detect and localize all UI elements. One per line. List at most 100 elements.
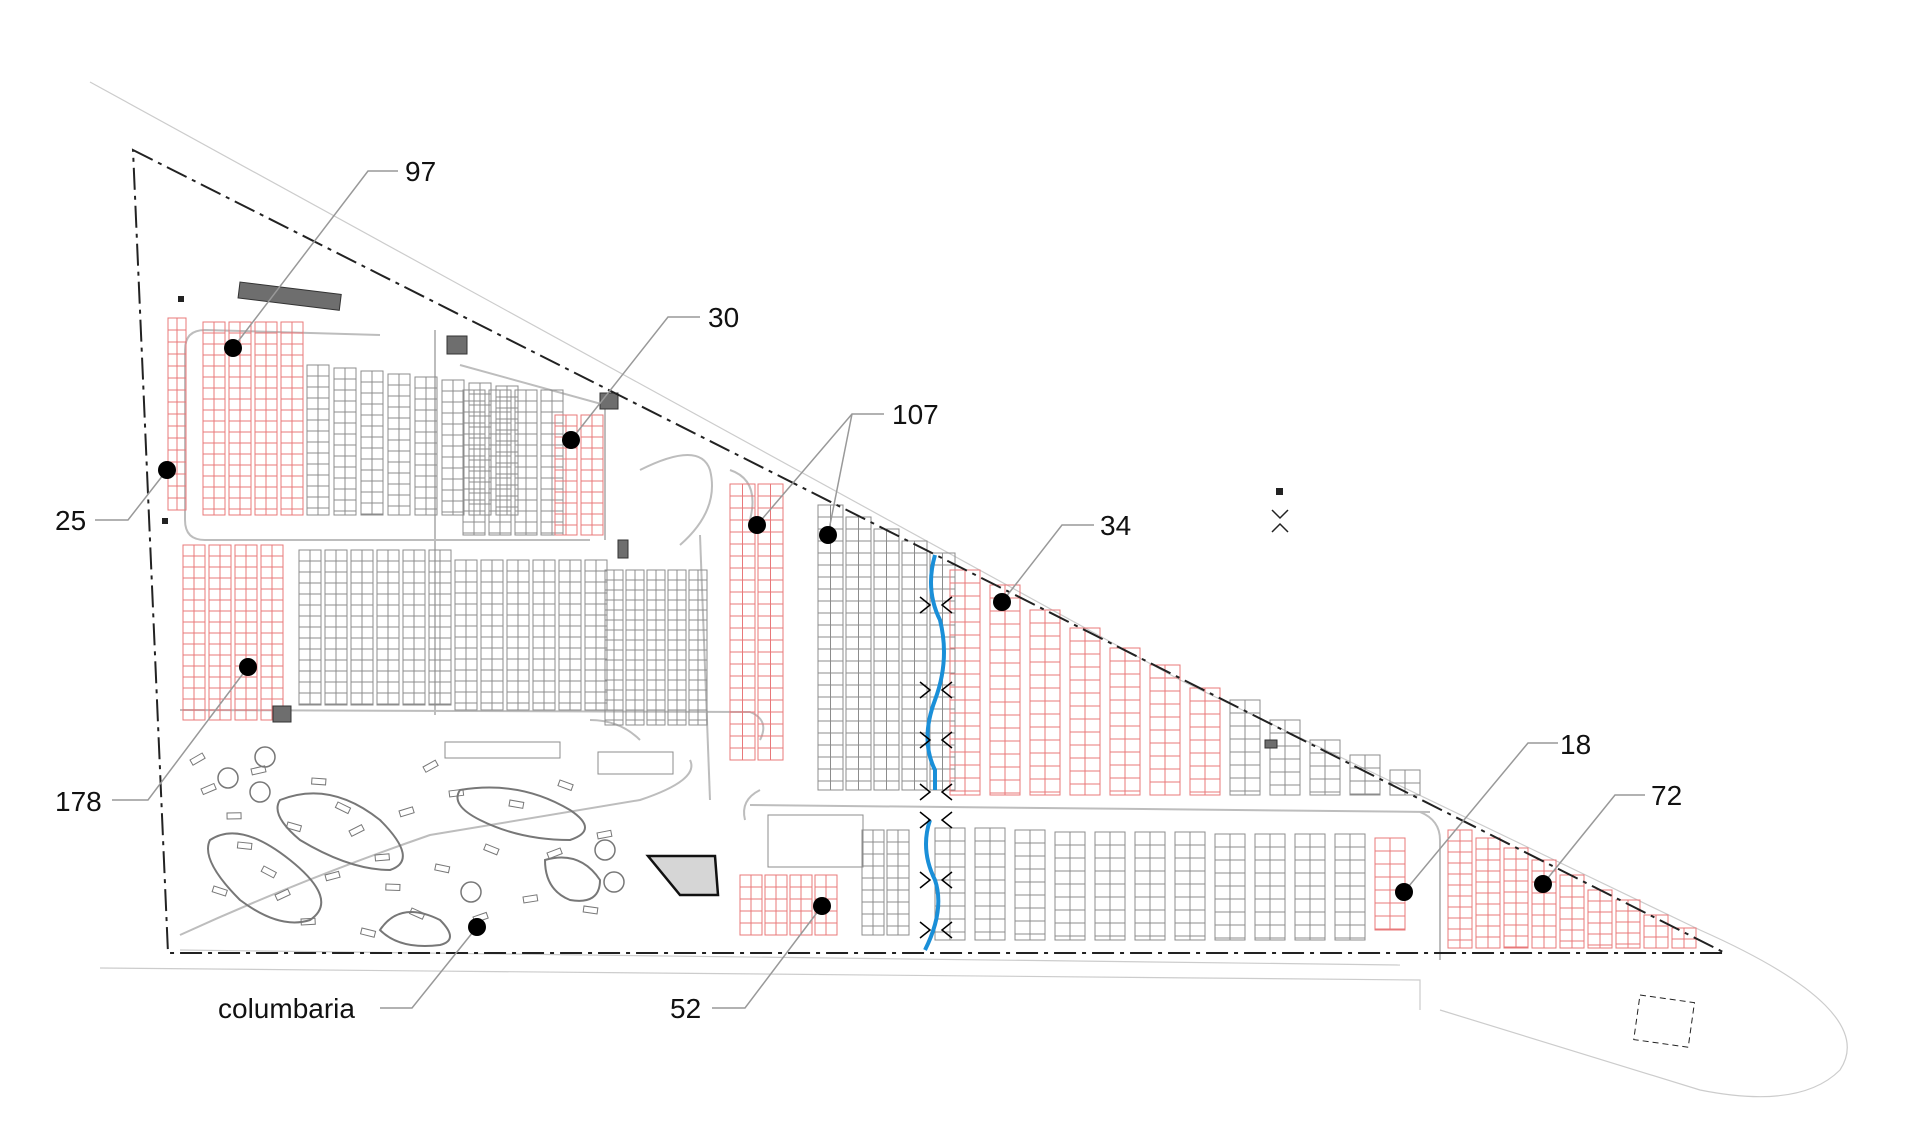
columbarium-niche <box>285 821 303 833</box>
plot-column <box>625 569 645 726</box>
leader-line <box>95 469 168 521</box>
plot-column <box>1149 664 1181 796</box>
road-path <box>184 519 590 541</box>
plot-column <box>1269 719 1301 796</box>
plot-column <box>739 874 763 936</box>
columbarium-loop <box>276 792 404 872</box>
plot-column <box>514 389 538 536</box>
plot-column <box>789 874 813 936</box>
callout-label: 97 <box>405 156 436 187</box>
bridge-symbol <box>919 783 953 801</box>
plot-marker-dot <box>468 918 486 936</box>
callouts: 97 30 107 34 25 178 <box>55 156 1682 1024</box>
columbarium-niche <box>250 765 267 776</box>
columbarium-rotunda <box>249 781 271 803</box>
columbarium-niche <box>274 888 291 902</box>
survey-marker <box>1276 488 1283 495</box>
columbarium-niche <box>557 779 574 792</box>
plot-column <box>1109 647 1141 796</box>
plot-column <box>1349 754 1381 796</box>
plot-column <box>234 544 258 721</box>
building <box>237 281 342 311</box>
plot-column <box>934 827 966 941</box>
plot-column <box>1029 609 1061 796</box>
columbarium-rotunda <box>254 746 276 768</box>
plot-marker-dot <box>1534 875 1552 893</box>
plot-column <box>757 483 784 761</box>
columbarium-niche <box>359 927 377 938</box>
plot-column <box>360 370 384 516</box>
callout-label: 34 <box>1100 510 1131 541</box>
plot-column <box>441 379 465 516</box>
plot-column <box>1334 833 1366 941</box>
bridge-symbol <box>919 596 953 614</box>
plot-column <box>1587 889 1613 949</box>
stream <box>919 554 953 951</box>
plot-marker-dot <box>819 526 837 544</box>
plot-column <box>306 364 330 516</box>
callout-label: 107 <box>892 399 939 430</box>
plot-column <box>280 321 304 516</box>
callout-label: columbaria <box>218 993 355 1024</box>
columbarium-niche <box>311 777 327 786</box>
columbarium-niche <box>483 843 500 856</box>
road-path <box>179 759 693 936</box>
plot-column <box>646 569 666 726</box>
callout-30: 30 <box>562 302 739 449</box>
plot-column <box>1254 833 1286 941</box>
plot-marker-dot <box>1395 883 1413 901</box>
columbarium-niche <box>508 799 525 809</box>
plot-column <box>454 559 478 711</box>
plot-column <box>228 321 252 516</box>
callout-72: 72 <box>1534 780 1682 893</box>
columbarium-rotunda <box>603 871 625 893</box>
plot-marker-dot <box>562 431 580 449</box>
bridge-symbol <box>919 681 953 699</box>
callout-18: 18 <box>1395 729 1591 901</box>
columbarium-niche <box>422 759 439 773</box>
callout-label: 52 <box>670 993 701 1024</box>
plot-column <box>558 559 582 711</box>
plot-column <box>468 382 492 516</box>
road-path <box>639 454 713 546</box>
plot-column <box>208 544 232 721</box>
callout-label: 18 <box>1560 729 1591 760</box>
callout-label: 25 <box>55 505 86 536</box>
plot-column <box>506 559 530 711</box>
plot-column <box>1054 831 1086 941</box>
plot-marker-dot <box>158 461 176 479</box>
columbarium-niche <box>398 806 415 818</box>
plot-column <box>376 549 400 706</box>
road-path <box>743 789 761 821</box>
plot-column <box>480 559 504 711</box>
plot-column <box>1094 831 1126 941</box>
plot-column <box>667 569 687 726</box>
bridge-symbol <box>919 921 953 939</box>
columbarium-niche <box>236 841 253 850</box>
buildings <box>162 281 1696 1048</box>
plot-column <box>604 569 624 726</box>
plot-column <box>260 544 284 721</box>
plot-marker-dot <box>993 593 1011 611</box>
bridge-symbol <box>919 871 953 889</box>
columbarium-wall <box>444 741 561 759</box>
columbarium-wall <box>597 751 674 775</box>
leader-line <box>1403 742 1558 893</box>
road-path <box>184 328 381 520</box>
leader-line <box>380 926 478 1009</box>
lower-road-line <box>99 967 1421 1010</box>
columbarium-niche <box>189 752 206 766</box>
columbarium-niche <box>582 905 599 915</box>
internal-roads <box>179 328 1441 960</box>
plot-column <box>1559 874 1585 949</box>
plot-column <box>764 874 788 936</box>
plot-column <box>580 414 604 536</box>
plot-column <box>532 559 556 711</box>
site-boundary <box>131 148 1726 954</box>
columbarium-niche <box>260 865 278 879</box>
leader-line <box>1001 524 1094 603</box>
road-path <box>749 804 1431 813</box>
plot-column <box>1309 739 1341 796</box>
